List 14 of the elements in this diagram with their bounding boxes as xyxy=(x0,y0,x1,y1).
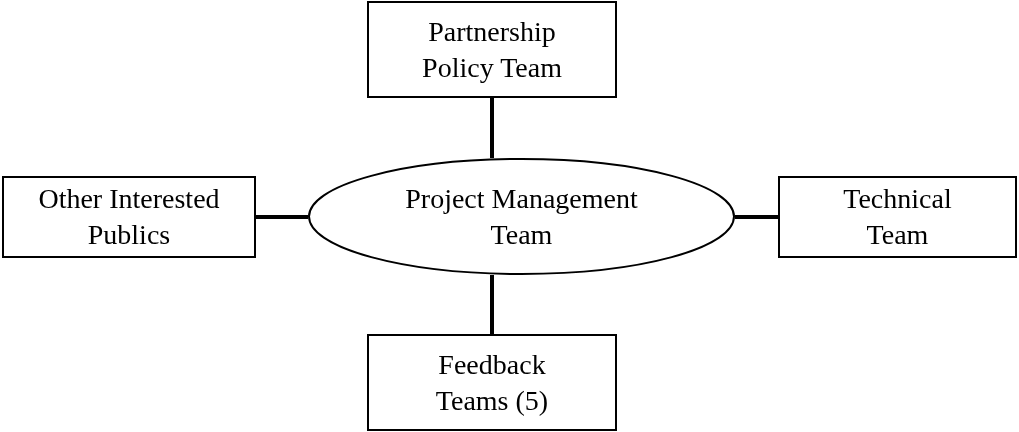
connector-line xyxy=(490,275,494,334)
connector-line xyxy=(256,215,308,219)
team-box xyxy=(778,176,1017,258)
connector-line xyxy=(490,98,494,158)
team-box xyxy=(367,334,617,431)
team-box xyxy=(2,176,256,258)
team-box xyxy=(367,1,617,98)
node-label: Technical Team xyxy=(842,182,953,252)
connector-line xyxy=(735,215,778,219)
node-label: Feedback Teams (5) xyxy=(434,347,550,418)
node-label: Partnership Policy Team xyxy=(421,14,563,85)
ellipse-node xyxy=(308,158,735,275)
node-label: Other Interested Publics xyxy=(37,182,221,252)
node-label: Project Management Team xyxy=(404,181,639,252)
